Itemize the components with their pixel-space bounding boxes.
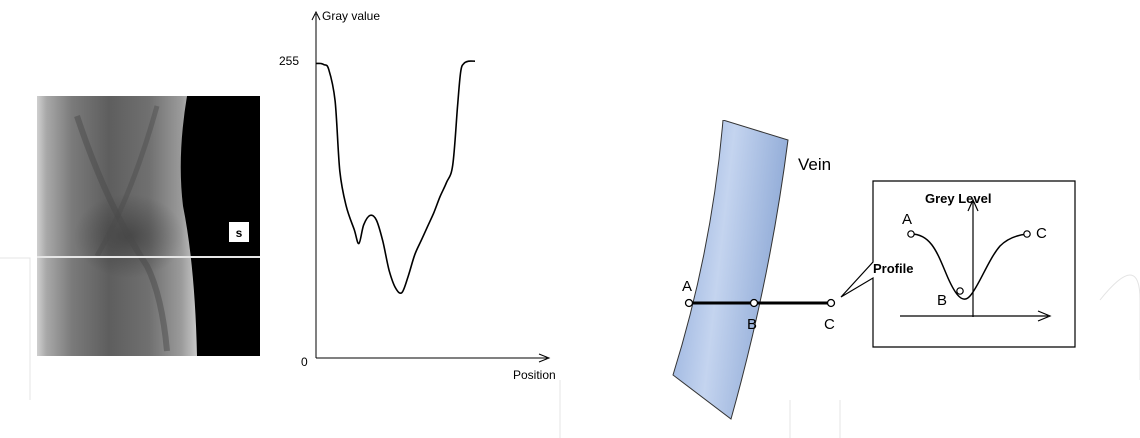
- inset-y-arrow: [967, 198, 979, 212]
- inset-callout-box: [840, 180, 1076, 348]
- point-c-marker: [826, 298, 836, 308]
- finger-vein-image: s: [37, 96, 260, 356]
- inset-callout-label: Profile: [873, 261, 913, 276]
- x-axis-arrow: [538, 353, 551, 363]
- inset-point-b-marker: [956, 287, 964, 295]
- inset-point-c-label: C: [1036, 225, 1047, 242]
- inset-point-c-marker: [1023, 230, 1031, 238]
- point-c-label: C: [824, 316, 835, 333]
- y-tick-max: 255: [279, 54, 299, 68]
- y-axis-label: Gray value: [322, 9, 380, 23]
- gray-value-line: [315, 60, 476, 294]
- point-a-label: A: [682, 278, 692, 295]
- vein-label: Vein: [798, 155, 831, 174]
- inset-axis-label: Grey Level: [925, 191, 992, 206]
- gray-profile-chart: Gray value Position 255 0: [279, 9, 556, 382]
- point-b-label: B: [747, 316, 757, 333]
- marker-box: [229, 222, 249, 242]
- vein-profile-diagram: Vein A B C Profile Grey Level A B C: [672, 120, 1076, 420]
- x-axis-label: Position: [513, 368, 556, 382]
- y-axis-arrow: [311, 10, 321, 21]
- point-b-marker: [749, 298, 759, 308]
- inset-point-b-label: B: [937, 292, 947, 309]
- inset-point-a-marker: [907, 230, 915, 238]
- inset-profile-curve: [910, 233, 1028, 300]
- point-a-marker: [684, 298, 694, 308]
- inset-point-a-label: A: [902, 211, 912, 228]
- vein-band: [672, 120, 789, 420]
- marker-label: s: [236, 226, 243, 240]
- y-tick-min: 0: [301, 355, 308, 369]
- inset-x-arrow: [1037, 310, 1052, 322]
